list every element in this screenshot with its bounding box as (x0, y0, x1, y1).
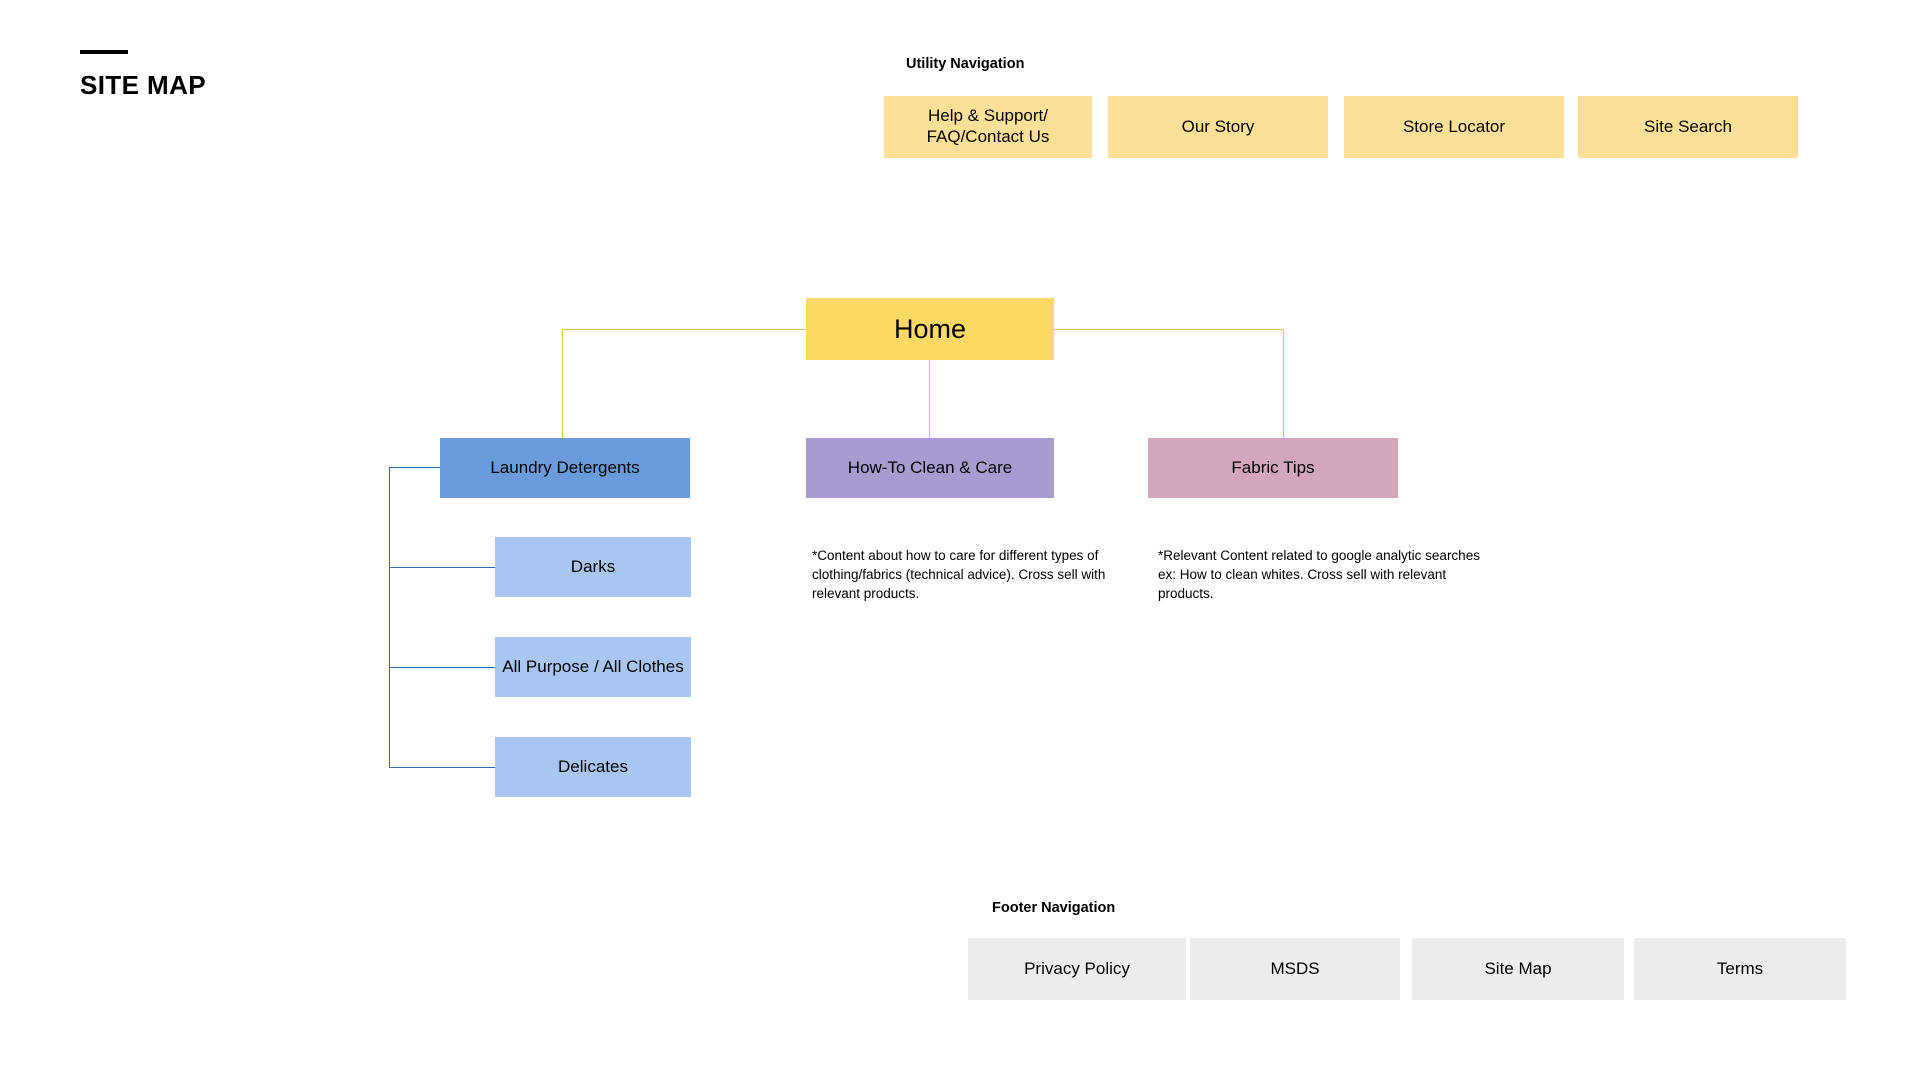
connector-branch-darks (389, 567, 496, 568)
page-title: SITE MAP (80, 70, 206, 100)
utility-nav-item-help-support-label: Help & Support/ FAQ/Contact Us (926, 106, 1050, 146)
utility-nav-item-store-locator[interactable]: Store Locator (1344, 96, 1564, 158)
utility-navigation-caption: Utility Navigation (906, 56, 1025, 72)
node-laundry-detergents-label: Laundry Detergents (490, 457, 640, 477)
node-darks-label: Darks (570, 556, 616, 576)
connector-home-to-fabric-horizontal (1052, 329, 1284, 330)
annotation-fabric-tips: *Relevant Content related to google anal… (1158, 548, 1480, 602)
connector-laundry-subtree-spine (389, 467, 390, 768)
utility-nav-item-our-story-label: Our Story (1181, 116, 1255, 136)
node-fabric-tips[interactable]: Fabric Tips (1148, 438, 1398, 498)
footer-nav-item-site-map[interactable]: Site Map (1412, 938, 1624, 1000)
footer-nav-item-msds-label: MSDS (1270, 958, 1320, 978)
node-how-to-clean-and-care-label: How-To Clean & Care (847, 457, 1013, 477)
node-darks[interactable]: Darks (495, 537, 691, 597)
connector-home-to-fabric-vertical (1283, 329, 1284, 439)
node-delicates[interactable]: Delicates (495, 737, 691, 797)
node-all-purpose-all-clothes[interactable]: All Purpose / All Clothes (495, 637, 691, 697)
footer-nav-item-terms-label: Terms (1716, 958, 1764, 978)
utility-nav-item-store-locator-label: Store Locator (1402, 116, 1506, 136)
connector-branch-delicates (389, 767, 496, 768)
node-home[interactable]: Home (806, 298, 1054, 360)
title-block: SITE MAP (80, 50, 206, 98)
footer-nav-item-privacy-policy-label: Privacy Policy (1024, 958, 1130, 978)
connector-home-to-laundry-horizontal (562, 329, 808, 330)
utility-nav-item-site-search[interactable]: Site Search (1578, 96, 1798, 158)
footer-navigation-caption: Footer Navigation (992, 900, 1116, 916)
footer-nav-item-msds[interactable]: MSDS (1190, 938, 1400, 1000)
footer-nav-item-site-map-label: Site Map (1484, 958, 1552, 978)
annotation-how-to-clean-and-care: *Content about how to care for different… (812, 548, 1106, 602)
footer-nav-item-terms[interactable]: Terms (1634, 938, 1846, 1000)
utility-nav-item-site-search-label: Site Search (1644, 116, 1732, 136)
connector-home-to-howto-vertical (929, 359, 930, 439)
node-home-label: Home (893, 313, 967, 344)
node-fabric-tips-label: Fabric Tips (1231, 457, 1315, 477)
node-delicates-label: Delicates (558, 756, 628, 776)
connector-laundry-stub (389, 467, 441, 468)
utility-nav-item-help-support[interactable]: Help & Support/ FAQ/Contact Us (884, 96, 1092, 158)
footer-nav-item-privacy-policy[interactable]: Privacy Policy (968, 938, 1186, 1000)
connector-home-to-laundry-vertical (562, 329, 563, 439)
utility-nav-item-our-story[interactable]: Our Story (1108, 96, 1328, 158)
node-laundry-detergents[interactable]: Laundry Detergents (440, 438, 690, 498)
title-rule-decoration (80, 50, 128, 54)
connector-branch-all-purpose (389, 667, 496, 668)
node-how-to-clean-and-care[interactable]: How-To Clean & Care (806, 438, 1054, 498)
node-all-purpose-all-clothes-label: All Purpose / All Clothes (502, 656, 684, 676)
